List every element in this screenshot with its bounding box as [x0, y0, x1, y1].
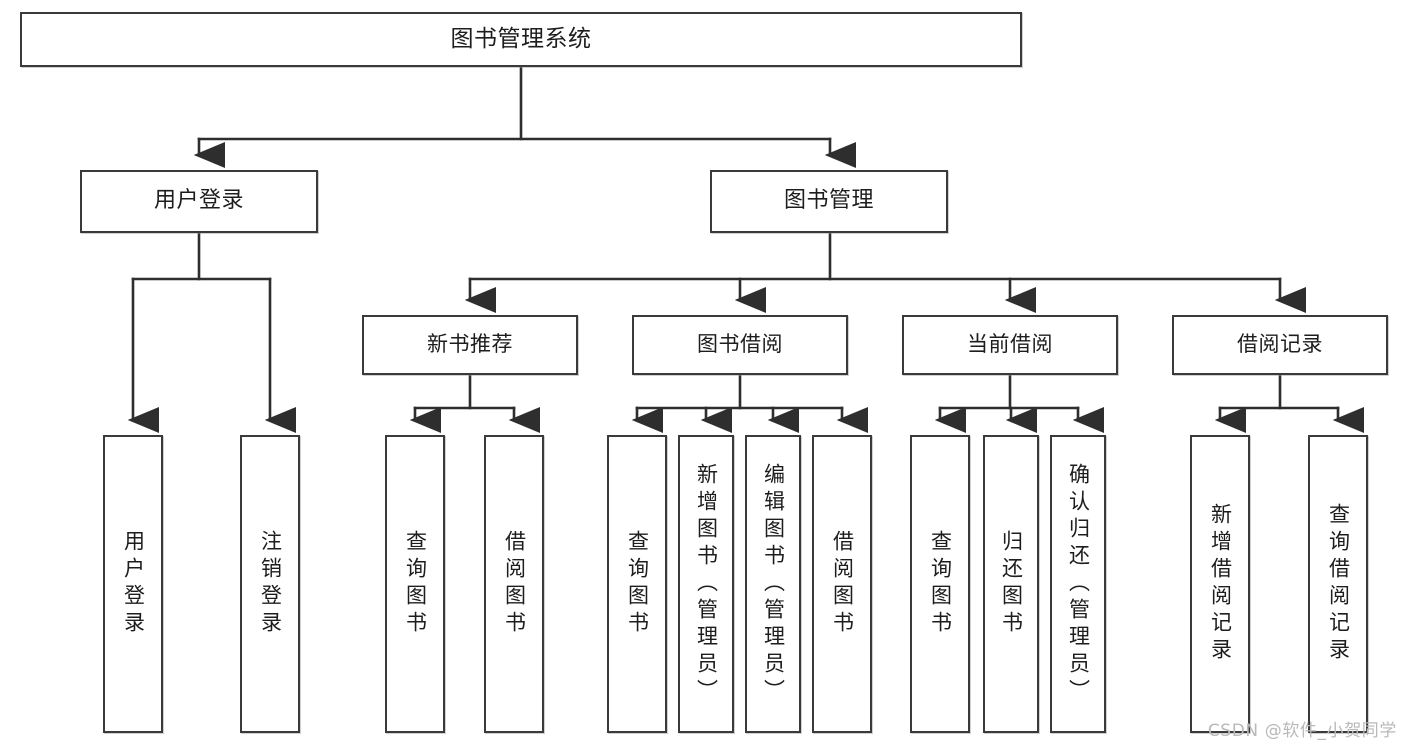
node-label: 借阅图书: [502, 530, 527, 638]
node-label: 新增图书（管理员）: [694, 462, 719, 706]
node-label: 查询图书: [403, 530, 428, 638]
node-book-manage[interactable]: 图书管理: [710, 170, 948, 233]
node-book-borrow[interactable]: 图书借阅: [632, 315, 848, 375]
node-label: 编辑图书（管理员）: [761, 462, 786, 706]
node-leaf-current-query-book[interactable]: 查询图书: [910, 435, 970, 733]
node-leaf-current-return-book[interactable]: 归还图书: [983, 435, 1039, 733]
node-label: 当前借阅: [967, 332, 1053, 357]
node-label: 新书推荐: [427, 332, 513, 357]
node-label: 归还图书: [999, 530, 1024, 638]
node-new-book-rec[interactable]: 新书推荐: [362, 315, 578, 375]
node-current-borrow[interactable]: 当前借阅: [902, 315, 1118, 375]
node-label: 新增借阅记录: [1208, 503, 1233, 665]
node-label: 查询借阅记录: [1326, 503, 1351, 665]
node-leaf-rec-query-book[interactable]: 查询图书: [385, 435, 445, 733]
node-user-login[interactable]: 用户登录: [80, 170, 318, 233]
node-leaf-record-query[interactable]: 查询借阅记录: [1308, 435, 1368, 733]
node-label: 借阅图书: [830, 530, 855, 638]
node-leaf-user-logout[interactable]: 注销登录: [240, 435, 300, 733]
node-label: 借阅记录: [1237, 332, 1323, 357]
node-label: 图书管理系统: [450, 25, 592, 52]
node-leaf-borrow-query-book[interactable]: 查询图书: [607, 435, 667, 733]
node-label: 查询图书: [928, 530, 953, 638]
node-leaf-borrow-edit-book[interactable]: 编辑图书（管理员）: [745, 435, 801, 733]
node-leaf-rec-borrow-book[interactable]: 借阅图书: [484, 435, 544, 733]
node-root-system[interactable]: 图书管理系统: [20, 12, 1022, 67]
node-label: 用户登录: [121, 530, 146, 638]
node-leaf-borrow-add-book[interactable]: 新增图书（管理员）: [678, 435, 734, 733]
node-leaf-current-confirm-return[interactable]: 确认归还（管理员）: [1050, 435, 1106, 733]
node-label: 用户登录: [153, 188, 244, 214]
node-label: 注销登录: [258, 530, 283, 638]
node-borrow-record[interactable]: 借阅记录: [1172, 315, 1388, 375]
node-label: 图书借阅: [697, 332, 783, 357]
node-label: 查询图书: [625, 530, 650, 638]
node-label: 确认归还（管理员）: [1066, 462, 1091, 706]
node-leaf-user-login[interactable]: 用户登录: [103, 435, 163, 733]
node-leaf-borrow-do-borrow[interactable]: 借阅图书: [812, 435, 872, 733]
csdn-watermark: CSDN @软件_小贺同学: [1207, 721, 1397, 741]
node-leaf-record-add[interactable]: 新增借阅记录: [1190, 435, 1250, 733]
node-label: 图书管理: [783, 188, 874, 214]
